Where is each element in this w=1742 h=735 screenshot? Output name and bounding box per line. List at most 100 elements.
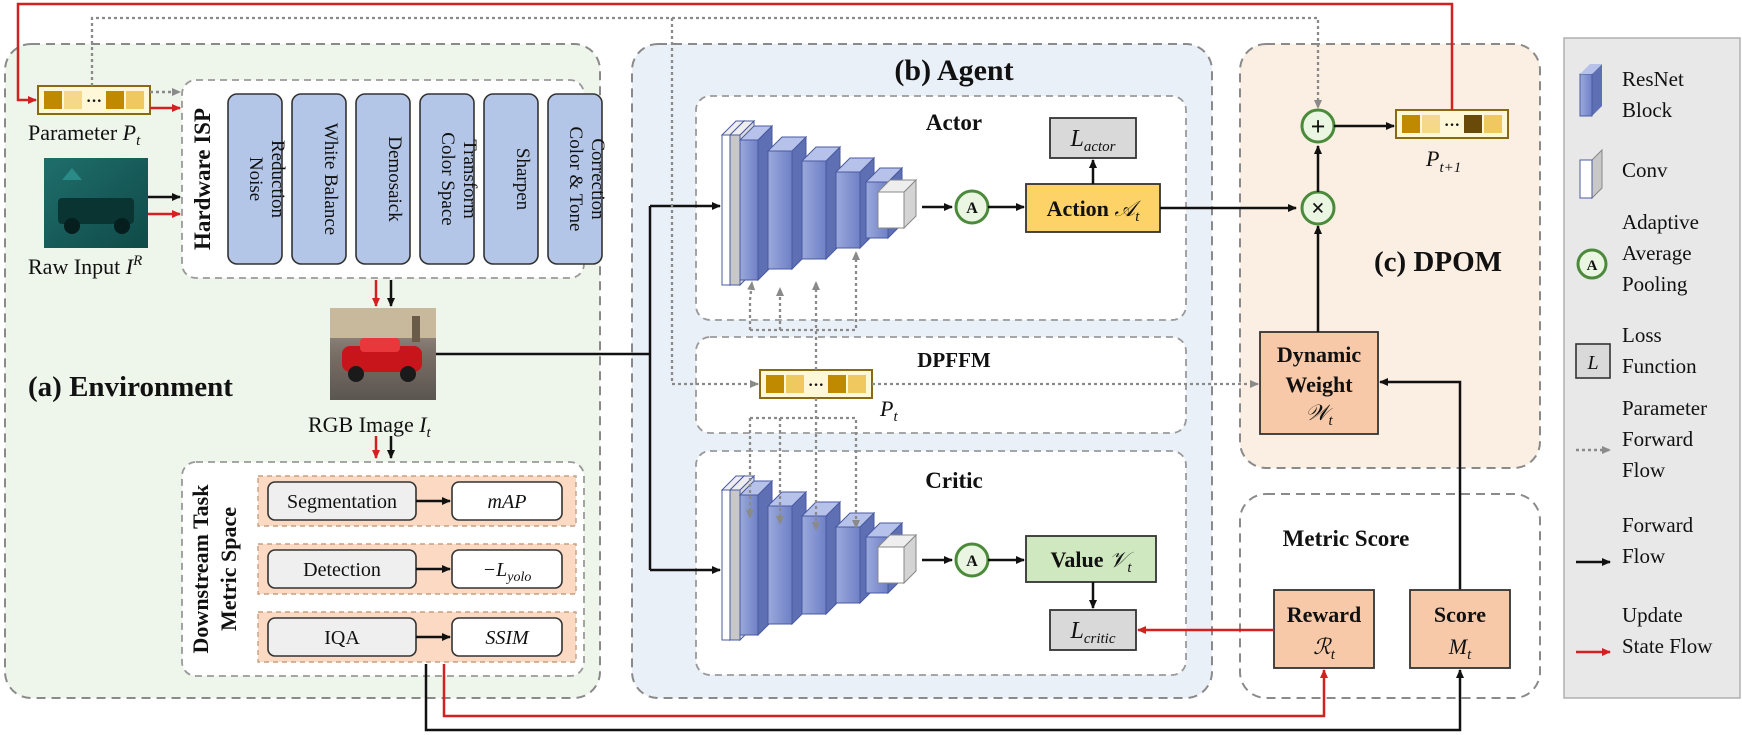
actor-title: Actor xyxy=(926,110,982,135)
multiply-node: × xyxy=(1300,190,1336,226)
actor-pooling: A xyxy=(954,189,990,225)
score-label: Score xyxy=(1434,602,1486,627)
net-layer-front xyxy=(767,150,793,270)
conv-cube-front xyxy=(877,546,905,584)
critic-title: Critic xyxy=(925,468,982,493)
critic-pooling: A xyxy=(954,542,990,578)
legend-label: Loss xyxy=(1622,323,1662,347)
loss-critic-label: Lcritic xyxy=(1069,618,1115,647)
svg-text:···: ··· xyxy=(808,377,824,394)
net-layer-front xyxy=(835,171,861,249)
raw-input-image xyxy=(44,158,148,248)
task-name: IQA xyxy=(324,627,360,649)
dpffm-title: DPFFM xyxy=(917,348,991,372)
task-metric: −Lyolo xyxy=(483,559,532,585)
net-layer-front xyxy=(739,494,759,636)
legend: ResNetBlockConvAdaptiveAveragePoolingALo… xyxy=(1575,64,1713,658)
reward-symbol: ℛt xyxy=(1313,634,1336,663)
next-parameter-label: Pt+1 xyxy=(1425,146,1461,176)
task-name: Detection xyxy=(303,559,381,581)
isp-title: Hardware ISP xyxy=(190,108,215,250)
isp-block-label: Sharpen xyxy=(512,148,533,211)
metric-score-title: Metric Score xyxy=(1283,526,1410,551)
legend-label: Average xyxy=(1622,241,1692,265)
legend-label: Function xyxy=(1622,354,1697,378)
net-layer-front xyxy=(739,139,759,281)
legend-loss-letter: L xyxy=(1586,352,1598,374)
svg-text:···: ··· xyxy=(86,93,102,110)
legend-resnet-side xyxy=(1592,64,1602,116)
isp-block-label: Reduction xyxy=(267,140,288,219)
dpffm-flows xyxy=(670,18,1259,531)
actor-pooling-letter: A xyxy=(966,200,978,217)
downstream-title-2: Metric Space xyxy=(216,507,241,631)
metric-box xyxy=(451,617,563,657)
metric-box xyxy=(451,549,563,589)
action-box xyxy=(1025,183,1161,233)
isp-block xyxy=(483,93,539,265)
value-box xyxy=(1025,535,1157,583)
legend-resnet-top xyxy=(1580,64,1602,74)
loss-actor-label: Lactor xyxy=(1069,126,1115,155)
legend-label: Update xyxy=(1622,603,1683,627)
isp-block-label: Correction xyxy=(587,138,608,220)
score-symbol: Mt xyxy=(1448,634,1472,663)
conv-cube-front xyxy=(877,191,905,229)
critic-network xyxy=(720,474,918,642)
isp-block xyxy=(547,93,603,265)
task-to-reward-flow xyxy=(442,664,1328,718)
score-to-weight-arrow xyxy=(1379,378,1462,590)
task-name: Segmentation xyxy=(287,491,397,513)
value-label: Value 𝒱t xyxy=(1051,547,1134,576)
net-layer-front xyxy=(835,526,861,604)
dpffm-pt-label: Pt xyxy=(879,396,898,425)
legend-label: ResNet xyxy=(1622,67,1684,91)
isp-block xyxy=(355,93,411,265)
loss-critic-box xyxy=(1049,609,1137,651)
actor-network xyxy=(720,119,918,287)
legend-pool-icon xyxy=(1576,248,1608,280)
update-state-flow xyxy=(16,2,1454,110)
legend-label: Conv xyxy=(1622,158,1668,182)
isp-block xyxy=(419,93,475,265)
isp-block-label: Color & Tone xyxy=(565,127,586,232)
legend-label: Forward xyxy=(1622,427,1694,451)
legend-label: Adaptive xyxy=(1622,210,1699,234)
param-to-plus-flow xyxy=(90,16,1322,109)
net-layer-front xyxy=(767,505,793,625)
isp-block-label: Demosaick xyxy=(384,136,405,222)
critic-pooling-letter: A xyxy=(966,553,978,570)
metric-box xyxy=(451,481,563,521)
isp-block-label: White Balance xyxy=(320,123,341,235)
legend-conv-icon xyxy=(1579,159,1593,199)
parameter-vector: ··· xyxy=(37,85,151,115)
legend-label: Flow xyxy=(1622,544,1666,568)
legend-resnet-icon xyxy=(1579,73,1593,117)
isp-block-label: Transform xyxy=(459,139,480,219)
isp-block-label: Color Space xyxy=(437,132,458,225)
legend-label: Parameter xyxy=(1622,396,1707,420)
net-layer-front xyxy=(801,515,827,615)
task-metric: SSIM xyxy=(485,627,530,649)
legend-label: Block xyxy=(1622,98,1673,122)
score-box xyxy=(1409,589,1511,669)
isp-block xyxy=(291,93,347,265)
isp-block xyxy=(227,93,283,265)
reward-label: Reward xyxy=(1287,602,1362,627)
legend-label: Pooling xyxy=(1622,272,1688,296)
rgb-image-label: RGB Image It xyxy=(308,412,432,441)
action-label: Action 𝒜t xyxy=(1047,196,1142,225)
dynamic-weight-box xyxy=(1259,331,1379,435)
agent-title: (b) Agent xyxy=(894,54,1013,87)
isp-block-label: Noise xyxy=(245,157,266,201)
loss-actor-box xyxy=(1049,117,1137,159)
legend-label: State Flow xyxy=(1622,634,1713,658)
dpffm-parameter-vector: ··· xyxy=(759,369,873,399)
net-layer-front xyxy=(721,134,731,286)
net-layer-front xyxy=(729,489,741,641)
task-to-score-flow xyxy=(424,664,1464,732)
dynamic-weight-line1: Dynamic xyxy=(1277,342,1362,367)
